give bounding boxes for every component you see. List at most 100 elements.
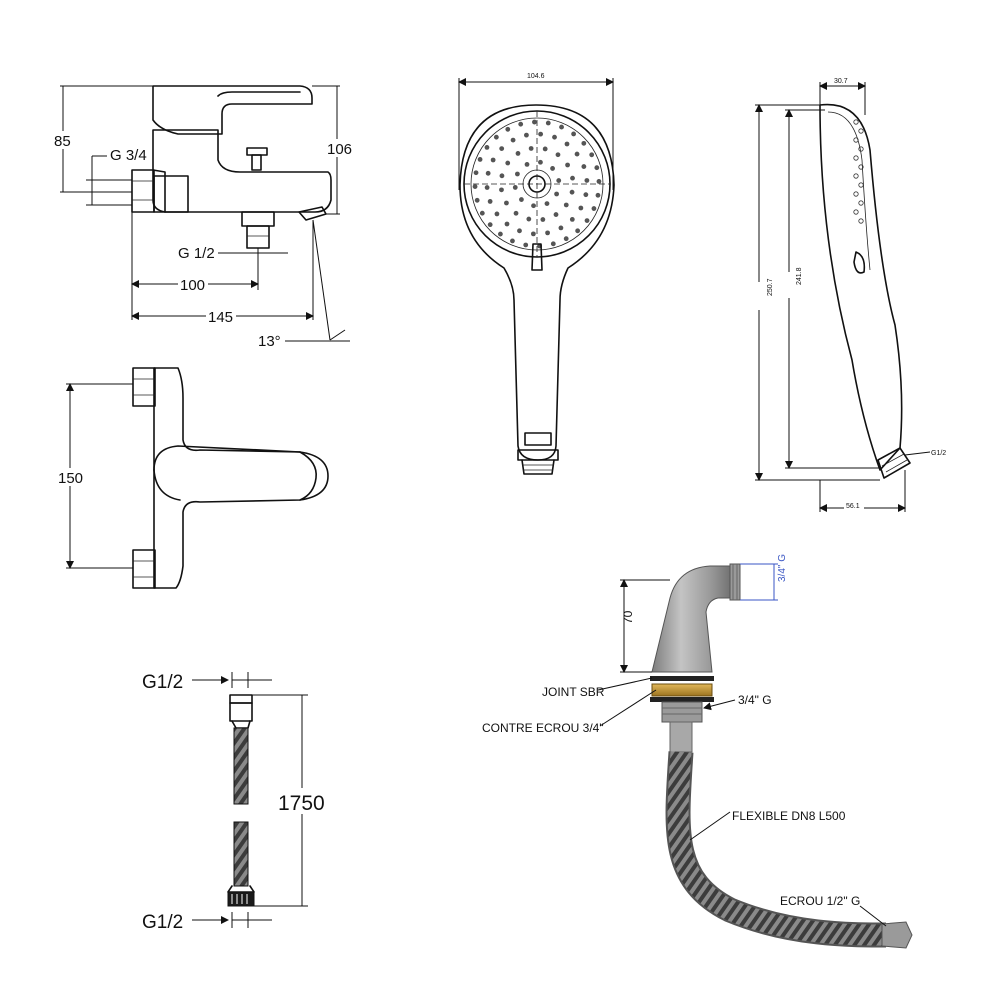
nozzle-dot <box>493 134 499 140</box>
nozzle-dot <box>596 179 602 184</box>
elbow-top-thread-label: 3/4" G <box>777 554 788 582</box>
nozzle-dot <box>581 140 587 146</box>
nozzle-dot <box>497 231 503 237</box>
dim-inner-label: 241.8 <box>796 267 803 285</box>
dim-150-label: 150 <box>58 470 83 487</box>
nozzle-dot <box>532 119 537 125</box>
nozzle-dot <box>474 197 480 203</box>
elbow-connector <box>597 563 913 949</box>
side-nozzle-dot <box>853 209 859 215</box>
nozzle-dot <box>545 120 551 126</box>
nozzle-dot <box>526 216 532 222</box>
dim-100-label: 100 <box>180 277 205 294</box>
handshower-front-view <box>458 78 615 475</box>
side-nozzle-dot <box>853 191 859 197</box>
nozzle-dot <box>504 221 510 227</box>
nozzle-dot <box>515 171 520 177</box>
end-nut-label: ECROU 1/2" G <box>780 894 860 908</box>
handshower-side-view <box>755 82 931 512</box>
nozzle-dot <box>555 152 561 158</box>
nozzle-dot <box>594 165 600 171</box>
nozzle-dot <box>484 144 490 150</box>
nozzle-dot <box>545 230 550 236</box>
dim-g12-label: G 1/2 <box>178 245 215 262</box>
side-nozzle-dot <box>858 182 864 188</box>
nozzle-dot <box>490 157 496 163</box>
side-nozzle-dot <box>853 119 859 125</box>
nozzle-dot <box>473 170 479 176</box>
nozzle-dot <box>578 205 584 211</box>
nozzle-dot <box>510 137 516 143</box>
side-nozzle-pattern <box>853 119 864 224</box>
nozzle-dot <box>484 185 490 190</box>
nozzle-dot <box>494 211 500 217</box>
nozzle-dot <box>544 201 550 207</box>
hose-top-fitting-label: G1/2 <box>142 672 183 693</box>
nozzle-dot <box>523 242 529 248</box>
nozzle-dot <box>565 162 570 168</box>
nozzle-dot <box>519 197 524 202</box>
nozzle-dot <box>554 191 559 197</box>
nozzle-dot <box>487 199 493 204</box>
nozzle-dot <box>518 121 524 127</box>
nozzle-dot <box>517 228 522 234</box>
dim-depth-label: 30.7 <box>834 78 848 85</box>
nozzle-dot <box>512 185 518 190</box>
nozzle-dot <box>524 161 530 167</box>
nozzle-dot <box>515 151 521 156</box>
dim-thread-label: G1/2 <box>931 450 946 457</box>
hose-bottom-fitting-label: G1/2 <box>142 912 183 933</box>
thread-34-label: 3/4" G <box>738 693 772 707</box>
mixer-side-view <box>60 85 350 342</box>
nozzle-dot <box>575 228 581 234</box>
side-nozzle-dot <box>853 137 859 143</box>
nozzle-dot <box>510 238 515 244</box>
nozzle-dot <box>563 202 569 208</box>
side-nozzle-dot <box>858 164 864 170</box>
nozzle-dot <box>504 200 509 206</box>
side-nozzle-dot <box>858 218 864 224</box>
dim-width-label: 104.6 <box>527 73 545 80</box>
dim-145-label: 145 <box>208 309 233 326</box>
nozzle-dot <box>595 192 601 198</box>
nozzle-dot <box>563 236 569 242</box>
nozzle-dot <box>581 164 587 169</box>
joint-label: JOINT SBR <box>542 685 605 699</box>
nozzle-dot <box>477 157 483 162</box>
nozzle-dot <box>552 134 557 140</box>
nozzle-dot <box>570 175 575 181</box>
nozzle-dot <box>485 170 491 176</box>
nozzle-dot <box>558 225 564 231</box>
nozzle-dot <box>550 241 556 247</box>
nozzle-pattern <box>472 119 602 249</box>
nozzle-dot <box>538 131 544 137</box>
flexible-label: FLEXIBLE DN8 L500 <box>732 809 846 823</box>
nozzle-dot <box>530 231 536 237</box>
side-nozzle-dot <box>858 128 864 134</box>
nozzle-dot <box>569 189 575 195</box>
nozzle-dot <box>538 159 543 165</box>
nozzle-dot <box>524 132 529 138</box>
nozzle-dot <box>540 217 546 222</box>
nozzle-dot <box>487 222 493 228</box>
nozzle-dot <box>564 141 570 147</box>
nut-label: CONTRE ECROU 3/4" <box>482 721 604 735</box>
nozzle-dot <box>505 160 511 166</box>
nozzle-dot <box>559 124 564 130</box>
nozzle-dot <box>584 218 590 224</box>
side-nozzle-dot <box>858 146 864 152</box>
nozzle-dot <box>589 152 595 158</box>
dim-85-label: 85 <box>54 133 71 150</box>
nozzle-dot <box>550 166 555 171</box>
nozzle-dot <box>513 210 519 216</box>
nozzle-dot <box>584 178 590 183</box>
nozzle-dot <box>472 184 478 189</box>
side-nozzle-dot <box>853 155 859 161</box>
nozzle-dot <box>499 187 504 193</box>
nozzle-dot <box>499 173 505 179</box>
dim-length-label: 250.7 <box>767 278 774 296</box>
nozzle-dot <box>542 146 548 152</box>
side-nozzle-dot <box>858 200 864 206</box>
nozzle-dot <box>583 192 589 198</box>
